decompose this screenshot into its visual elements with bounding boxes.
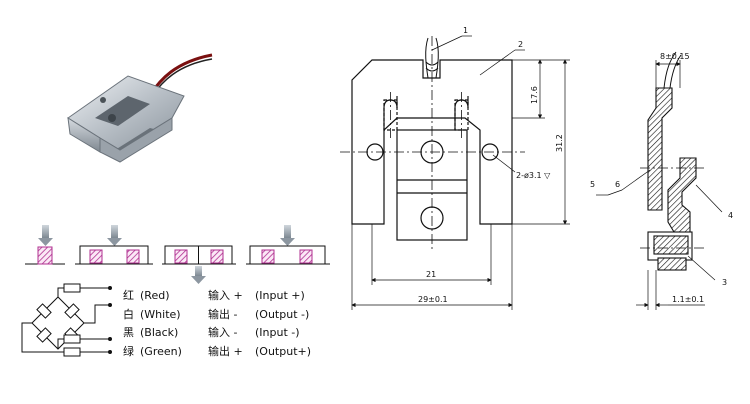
callout-6: 6 <box>615 180 620 189</box>
wiring-legend: 红 (Red) 输入 + (Input +) 白 (White) 输出 - (O… <box>123 288 311 358</box>
wire-black-role-cn: 输入 - <box>208 325 237 339</box>
wire-white-role-cn: 输出 - <box>208 307 237 321</box>
wire-black-en: (Black) <box>140 326 178 339</box>
wire-red-role-cn: 输入 + <box>208 288 243 302</box>
dim-1-1: 1.1±0.1 <box>672 295 704 304</box>
wire-white-role-en: (Output -) <box>255 308 309 321</box>
loading-icon-1 <box>25 225 65 265</box>
wire-black-role-en: (Input -) <box>255 326 300 339</box>
wire-red-role-en: (Input +) <box>255 289 305 302</box>
wire-black-cn: 黑 <box>123 326 134 339</box>
wire-green-role-en: (Output+) <box>255 345 311 358</box>
callout-4: 4 <box>728 211 733 220</box>
wire-red-en: (Red) <box>140 289 169 302</box>
loading-icon-2 <box>75 225 153 265</box>
front-view-drawing <box>340 35 570 310</box>
loading-icon-4 <box>246 225 330 265</box>
wire-white-cn: 白 <box>123 307 134 321</box>
dim-17-6: 17.6 <box>530 86 539 104</box>
wire-white-en: (White) <box>140 308 181 321</box>
load-cell-photo <box>67 53 213 163</box>
wire-green-cn: 绿 <box>123 344 134 358</box>
side-view-labels: 8±0.15 1.1±0.1 3 4 5 6 <box>590 52 733 304</box>
callout-3: 3 <box>722 278 727 287</box>
callout-1: 1 <box>463 26 468 35</box>
loading-diagrams <box>25 225 330 284</box>
side-view-drawing <box>596 51 723 310</box>
bridge-circuit <box>21 283 112 357</box>
wire-green-role-cn: 输出 + <box>208 344 243 358</box>
dim-21: 21 <box>426 270 436 279</box>
callout-2: 2 <box>518 40 523 49</box>
front-view-labels: 1 2 2-ø3.1 ▽ 17.6 31.2 21 29±0.1 <box>418 26 564 304</box>
dim-29: 29±0.1 <box>418 295 448 304</box>
hole-note: 2-ø3.1 ▽ <box>516 171 551 180</box>
wire-red-cn: 红 <box>123 289 134 302</box>
loading-icon-3 <box>162 245 236 284</box>
dim-31-2: 31.2 <box>555 134 564 152</box>
wire-green-en: (Green) <box>140 345 182 358</box>
callout-5: 5 <box>590 180 595 189</box>
dim-8: 8±0.15 <box>660 52 690 61</box>
